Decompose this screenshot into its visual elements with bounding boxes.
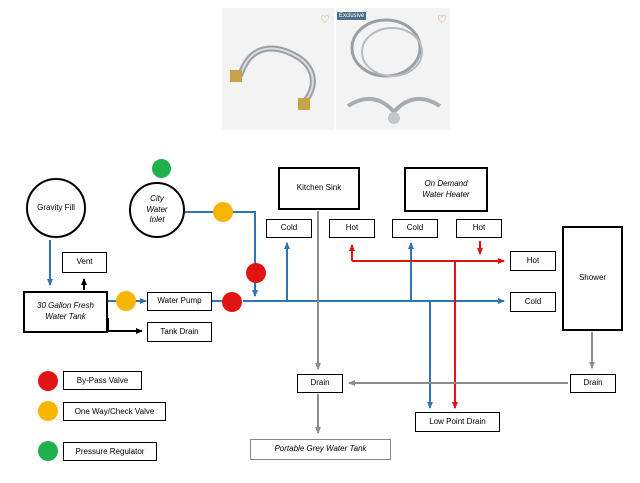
check-valve-tank-outlet: [116, 291, 136, 311]
shower-hot-label: Hot: [526, 255, 540, 265]
product-image-braided-hose[interactable]: [222, 8, 334, 130]
check-valve-city-inlet: [213, 202, 233, 222]
water-heater-label: On Demand Water Heater: [422, 178, 470, 199]
heater-hot-box: Hot: [456, 219, 502, 238]
water-pump-label: Water Pump: [157, 296, 202, 306]
heater-hot-label: Hot: [472, 223, 486, 233]
vent-box: Vent: [62, 252, 107, 273]
bypass-valve-pump: [222, 292, 242, 312]
grey-water-tank-box: Portable Grey Water Tank: [250, 439, 391, 460]
fresh-water-tank-box: 30 Gallon Fresh Water Tank: [23, 291, 108, 333]
kitchen-sink-label: Kitchen Sink: [296, 183, 342, 193]
kitchen-cold-box: Cold: [266, 219, 312, 238]
legend-regulator-label: Pressure Regulator: [63, 442, 157, 461]
low-point-drain-label: Low Point Drain: [429, 416, 486, 426]
heater-cold-box: Cold: [392, 219, 438, 238]
shower-drain-box: Drain: [570, 374, 616, 393]
gravity-fill-node: Gravity Fill: [26, 178, 86, 238]
product-image-hose-kit[interactable]: [336, 8, 450, 130]
tank-drain-label: Tank Drain: [160, 326, 199, 336]
heater-cold-label: Cold: [406, 223, 424, 233]
shower-label: Shower: [578, 273, 607, 283]
kitchen-hot-box: Hot: [329, 219, 375, 238]
exclusive-badge: Exclusive: [337, 12, 367, 20]
favorite-heart-icon[interactable]: ♡: [320, 13, 330, 26]
grey-water-tank-label: Portable Grey Water Tank: [274, 444, 367, 454]
bypass-valve-city-line: [246, 263, 266, 283]
city-water-inlet-label: City Water Inlet: [146, 193, 168, 225]
legend-regulator-text: Pressure Regulator: [75, 447, 145, 456]
favorite-heart-icon[interactable]: ♡: [437, 13, 447, 26]
vent-label: Vent: [76, 257, 93, 267]
shower-cold-label: Cold: [524, 296, 542, 306]
legend-check-text: One Way/Check Valve: [74, 407, 155, 416]
water-heater-box: On Demand Water Heater: [404, 167, 488, 212]
kitchen-sink-box: Kitchen Sink: [278, 167, 360, 210]
shower-drain-label: Drain: [583, 378, 603, 388]
braided-hose-image: [230, 45, 316, 110]
pressure-regulator-valve: [152, 159, 171, 178]
gravity-fill-label: Gravity Fill: [37, 202, 75, 212]
sink-drain-label: Drain: [310, 378, 330, 388]
legend-bypass-icon: [38, 371, 58, 391]
shower-hot-box: Hot: [510, 251, 556, 271]
kitchen-hot-label: Hot: [345, 223, 359, 233]
city-water-inlet-node: City Water Inlet: [129, 182, 185, 238]
kitchen-cold-label: Cold: [280, 223, 298, 233]
shower-box: Shower: [562, 226, 623, 331]
fresh-water-tank-label: 30 Gallon Fresh Water Tank: [37, 301, 94, 321]
legend-bypass-text: By-Pass Valve: [76, 376, 129, 385]
legend-bypass-label: By-Pass Valve: [63, 371, 142, 390]
water-pump-box: Water Pump: [147, 292, 212, 311]
legend-regulator-icon: [38, 441, 58, 461]
tank-drain-box: Tank Drain: [147, 322, 212, 342]
sink-drain-box: Drain: [297, 374, 343, 393]
hose-kit-image: [346, 18, 442, 124]
legend-check-label: One Way/Check Valve: [63, 402, 166, 421]
low-point-drain-box: Low Point Drain: [415, 412, 500, 432]
shower-cold-box: Cold: [510, 292, 556, 312]
legend-check-icon: [38, 401, 58, 421]
